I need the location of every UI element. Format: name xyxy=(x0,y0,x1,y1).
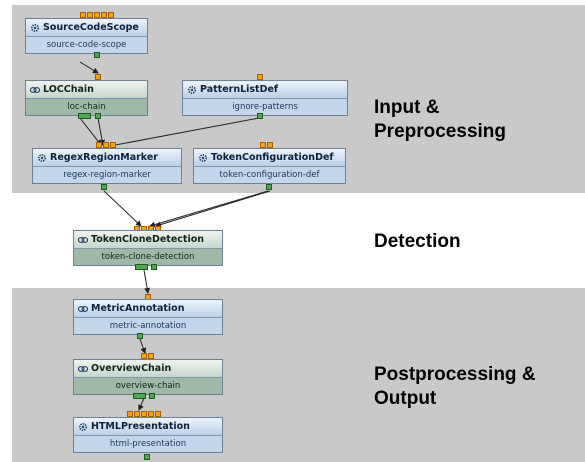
edge-loc-to-regex-a xyxy=(79,117,102,146)
input-port[interactable] xyxy=(141,411,147,417)
node-title: OverviewChain xyxy=(91,363,172,374)
output-port[interactable] xyxy=(257,113,263,119)
node-subtitle: token-configuration-def xyxy=(194,167,345,183)
output-port[interactable] xyxy=(266,184,272,190)
output-port[interactable] xyxy=(135,264,148,270)
edge-metric-to-overview xyxy=(139,338,147,354)
chain-icon xyxy=(78,304,88,314)
edge-loc-to-regex-b xyxy=(97,117,106,146)
input-port[interactable] xyxy=(148,411,154,417)
input-port[interactable] xyxy=(101,12,107,18)
input-port[interactable] xyxy=(155,411,161,417)
input-port[interactable] xyxy=(134,411,140,417)
node-title: TokenConfigurationDef xyxy=(211,152,334,163)
node-subtitle: overview-chain xyxy=(74,378,222,394)
node-regex-region-marker[interactable]: RegexRegionMarker regex-region-marker xyxy=(32,148,182,184)
node-subtitle: token-clone-detection xyxy=(74,249,222,265)
input-port[interactable] xyxy=(260,142,266,148)
input-port[interactable] xyxy=(148,353,154,359)
section-label-input: Input & Preprocessing xyxy=(374,96,506,144)
input-port[interactable] xyxy=(95,74,101,80)
node-title: MetricAnnotation xyxy=(91,303,185,314)
edge-tokenconf-to-clone-a xyxy=(149,190,269,228)
edge-regex-to-clone xyxy=(103,190,142,227)
output-port[interactable] xyxy=(151,264,157,270)
node-token-clone-detection[interactable]: TokenCloneDetection token-clone-detectio… xyxy=(73,230,223,266)
input-port[interactable] xyxy=(108,12,114,18)
edge-patterns-to-regex xyxy=(109,117,260,149)
section-label-line: Input & xyxy=(374,97,440,118)
node-title: PatternListDef xyxy=(200,84,279,95)
gear-icon xyxy=(187,85,197,95)
edge-scope-to-loc xyxy=(79,61,99,74)
node-overview-chain[interactable]: OverviewChain overview-chain xyxy=(73,359,223,395)
node-subtitle: regex-region-marker xyxy=(33,167,181,183)
output-port[interactable] xyxy=(137,333,143,339)
chain-icon xyxy=(78,235,88,245)
gear-icon xyxy=(198,153,208,163)
input-port[interactable] xyxy=(96,142,102,148)
edge-tokenconf-to-clone-b xyxy=(155,190,271,228)
output-port[interactable] xyxy=(133,393,146,399)
node-title: HTMLPresentation xyxy=(91,421,190,432)
output-port[interactable] xyxy=(94,52,100,58)
node-source-code-scope[interactable]: SourceCodeScope source-code-scope xyxy=(25,18,148,54)
gear-icon xyxy=(30,23,40,33)
section-label-line: Detection xyxy=(374,231,461,252)
section-label-line: Postprocessing & xyxy=(374,364,536,385)
input-port[interactable] xyxy=(257,74,263,80)
chain-icon xyxy=(30,85,40,95)
gear-icon xyxy=(37,153,47,163)
node-html-presentation[interactable]: HTMLPresentation html-presentation xyxy=(73,417,223,453)
node-subtitle: source-code-scope xyxy=(26,37,147,53)
node-token-configuration-def[interactable]: TokenConfigurationDef token-configuratio… xyxy=(193,148,346,184)
node-title: SourceCodeScope xyxy=(43,22,139,33)
output-port[interactable] xyxy=(78,113,91,119)
node-pattern-list-def[interactable]: PatternListDef ignore-patterns xyxy=(182,80,348,116)
section-label-line: Preprocessing xyxy=(374,121,506,142)
output-port[interactable] xyxy=(144,454,150,460)
input-port[interactable] xyxy=(141,353,147,359)
node-loc-chain[interactable]: LOCChain loc-chain xyxy=(25,80,148,116)
input-port[interactable] xyxy=(94,12,100,18)
input-port[interactable] xyxy=(110,142,116,148)
section-label-postprocessing: Postprocessing & Output xyxy=(374,363,536,411)
node-subtitle: html-presentation xyxy=(74,436,222,452)
chain-icon xyxy=(78,364,88,374)
output-port[interactable] xyxy=(101,184,107,190)
node-title: LOCChain xyxy=(43,84,94,95)
node-subtitle: metric-annotation xyxy=(74,318,222,334)
edge-clone-to-metric xyxy=(143,269,151,294)
node-title: RegexRegionMarker xyxy=(50,152,158,163)
node-title: TokenCloneDetection xyxy=(91,234,205,245)
input-port[interactable] xyxy=(267,142,273,148)
output-port[interactable] xyxy=(95,113,101,119)
input-port[interactable] xyxy=(103,142,109,148)
node-metric-annotation[interactable]: MetricAnnotation metric-annotation xyxy=(73,299,223,335)
input-port[interactable] xyxy=(87,12,93,18)
section-label-detection: Detection xyxy=(374,230,461,254)
section-label-line: Output xyxy=(374,388,437,409)
input-port[interactable] xyxy=(127,411,133,417)
input-port[interactable] xyxy=(80,12,86,18)
edge-overview-to-html xyxy=(138,397,145,411)
node-subtitle: ignore-patterns xyxy=(183,99,347,115)
node-subtitle: loc-chain xyxy=(26,99,147,115)
output-port[interactable] xyxy=(149,393,155,399)
gear-icon xyxy=(78,422,88,432)
